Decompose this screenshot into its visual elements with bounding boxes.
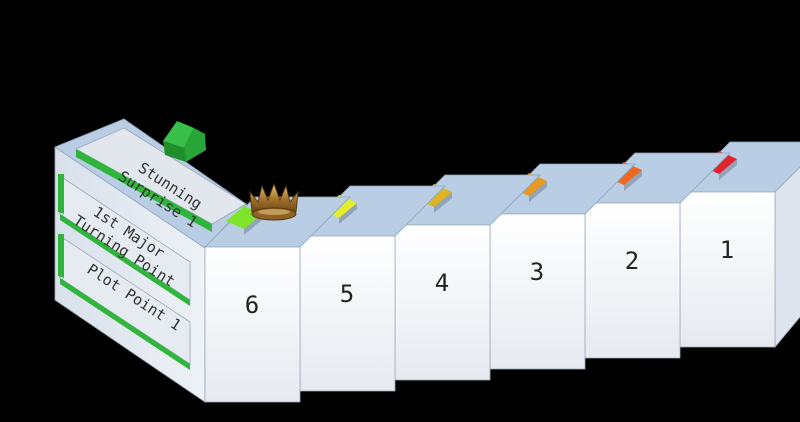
step-label-2: 2 (625, 247, 639, 275)
crown-icon (249, 182, 299, 221)
step-label-4: 4 (435, 269, 449, 297)
step-front-5 (299, 235, 396, 392)
step-block-3: 3 (489, 163, 636, 370)
step-blocks: 1 2 3 4 5 6 (204, 141, 800, 403)
step-marker-shade-4 (434, 192, 452, 213)
step-block-4: 4 (394, 174, 541, 381)
step-front-6 (204, 246, 301, 403)
step-marker-shade-1 (719, 159, 737, 180)
step-label-5: 5 (340, 280, 354, 308)
step-label-1: 1 (720, 236, 734, 264)
step-label-6: 6 (245, 291, 259, 319)
step-marker-shade-2 (624, 170, 642, 191)
step-front-2 (584, 202, 681, 359)
step-marker-shade-5 (339, 203, 357, 224)
step-marker-shade-3 (529, 181, 547, 202)
step-block-5: 5 (299, 185, 446, 392)
step-label-3: 3 (530, 258, 544, 286)
step-front-4 (394, 224, 491, 381)
step-front-1 (679, 191, 776, 348)
step-front-3 (489, 213, 586, 370)
house-marker-icon (163, 121, 206, 162)
step-marker-shade-6 (244, 214, 262, 235)
